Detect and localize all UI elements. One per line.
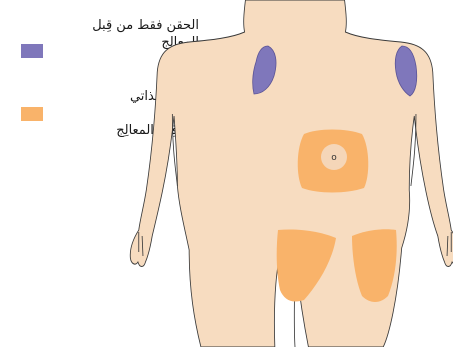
navel-mark: o	[331, 153, 337, 163]
